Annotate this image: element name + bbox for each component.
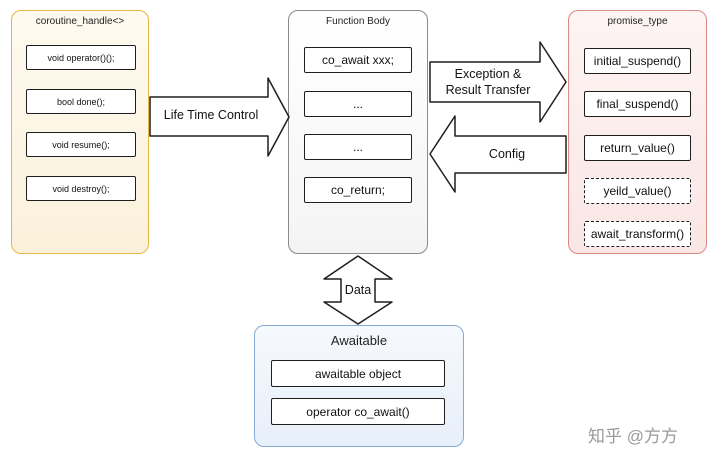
await-transform-item: await_transform() xyxy=(584,221,691,247)
coroutine-handle-title: coroutine_handle<> xyxy=(35,16,125,27)
awaitable-panel: Awaitable awaitable object operator co_a… xyxy=(254,325,464,447)
co-return-item: co_return; xyxy=(304,177,412,203)
resume-item: void resume(); xyxy=(26,132,136,157)
exception-arrow xyxy=(429,41,567,123)
ellipsis-item-2: ... xyxy=(304,134,412,160)
function-body-title: Function Body xyxy=(326,16,390,27)
yield-value-item: yeild_value() xyxy=(584,178,691,204)
destroy-item: void destroy(); xyxy=(26,176,136,201)
coroutine-handle-panel: coroutine_handle<> void operator()(); bo… xyxy=(11,10,149,254)
return-value-item: return_value() xyxy=(584,135,691,161)
data-label: Data xyxy=(344,283,372,297)
operator-call-item: void operator()(); xyxy=(26,45,136,70)
promise-type-title: promise_type xyxy=(607,16,668,27)
exception-label-line1: Exception & xyxy=(454,67,522,81)
co-await-item: co_await xxx; xyxy=(304,47,412,73)
initial-suspend-item: initial_suspend() xyxy=(584,48,691,74)
ellipsis-item-1: ... xyxy=(304,91,412,117)
done-item: bool done(); xyxy=(26,89,136,114)
operator-co-await-item: operator co_await() xyxy=(271,398,445,425)
config-label: Config xyxy=(488,147,526,161)
promise-type-panel: promise_type initial_suspend() final_sus… xyxy=(568,10,707,254)
awaitable-object-item: awaitable object xyxy=(271,360,445,387)
life-time-label: Life Time Control xyxy=(163,108,259,122)
data-arrow xyxy=(323,255,393,325)
watermark: 知乎 @方方 xyxy=(588,427,678,446)
awaitable-title: Awaitable xyxy=(330,333,388,348)
final-suspend-item: final_suspend() xyxy=(584,91,691,117)
life-time-arrow xyxy=(149,77,290,157)
config-arrow xyxy=(429,115,567,193)
exception-label-line2: Result Transfer xyxy=(445,83,531,97)
function-body-panel: Function Body co_await xxx; ... ... co_r… xyxy=(288,10,428,254)
